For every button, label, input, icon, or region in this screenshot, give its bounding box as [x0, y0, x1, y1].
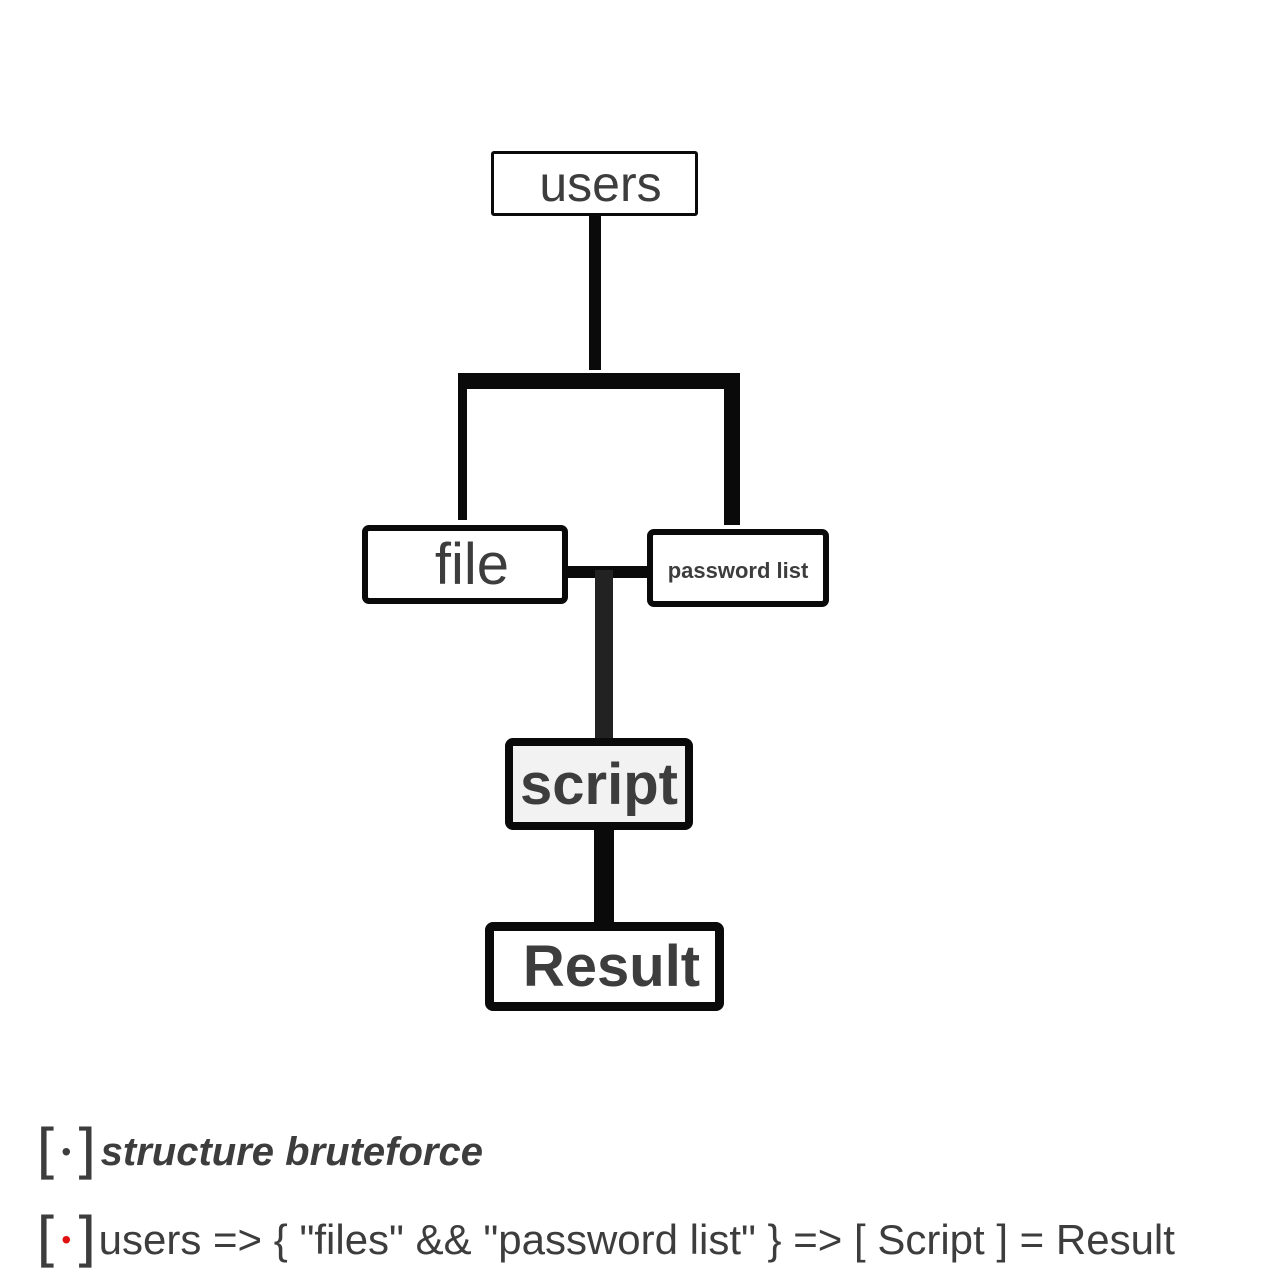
node-password-list-label: password list: [667, 558, 809, 583]
caption-title-text: structure bruteforce: [100, 1129, 483, 1174]
node-users-label: users: [539, 155, 662, 212]
node-users: users: [491, 151, 698, 216]
node-result-label: Result: [522, 934, 701, 999]
node-script-label: script: [520, 751, 678, 817]
bracket-close: ]: [73, 1205, 97, 1275]
connector-to-password-list: [724, 373, 740, 525]
caption-formula-text: users => { "files" && "password list" } …: [98, 1216, 1175, 1263]
node-file-label: file: [434, 532, 510, 597]
bracket-close: ]: [73, 1117, 97, 1187]
bracket-open: [: [36, 1205, 60, 1275]
connector-script-to-result: [594, 826, 614, 926]
connector-users-down: [589, 214, 601, 370]
node-result: Result: [485, 922, 724, 1011]
connector-split-horizontal: [458, 373, 740, 389]
connector-to-file: [458, 373, 467, 520]
bracket-open: [: [36, 1117, 60, 1187]
node-script: script: [505, 738, 693, 830]
bruteforce-structure-diagram: users file password list script Result: [362, 151, 829, 1011]
caption-formula: [ • ] users => { "files" && "password li…: [36, 1210, 1175, 1270]
connector-join-to-script: [595, 570, 613, 740]
red-bullet-dot-icon: •: [61, 1224, 72, 1255]
node-password-list: password list: [647, 529, 829, 607]
caption-title: [ • ] structure bruteforce: [36, 1122, 483, 1182]
node-file: file: [362, 525, 568, 604]
bullet-dot-icon: •: [61, 1136, 72, 1167]
